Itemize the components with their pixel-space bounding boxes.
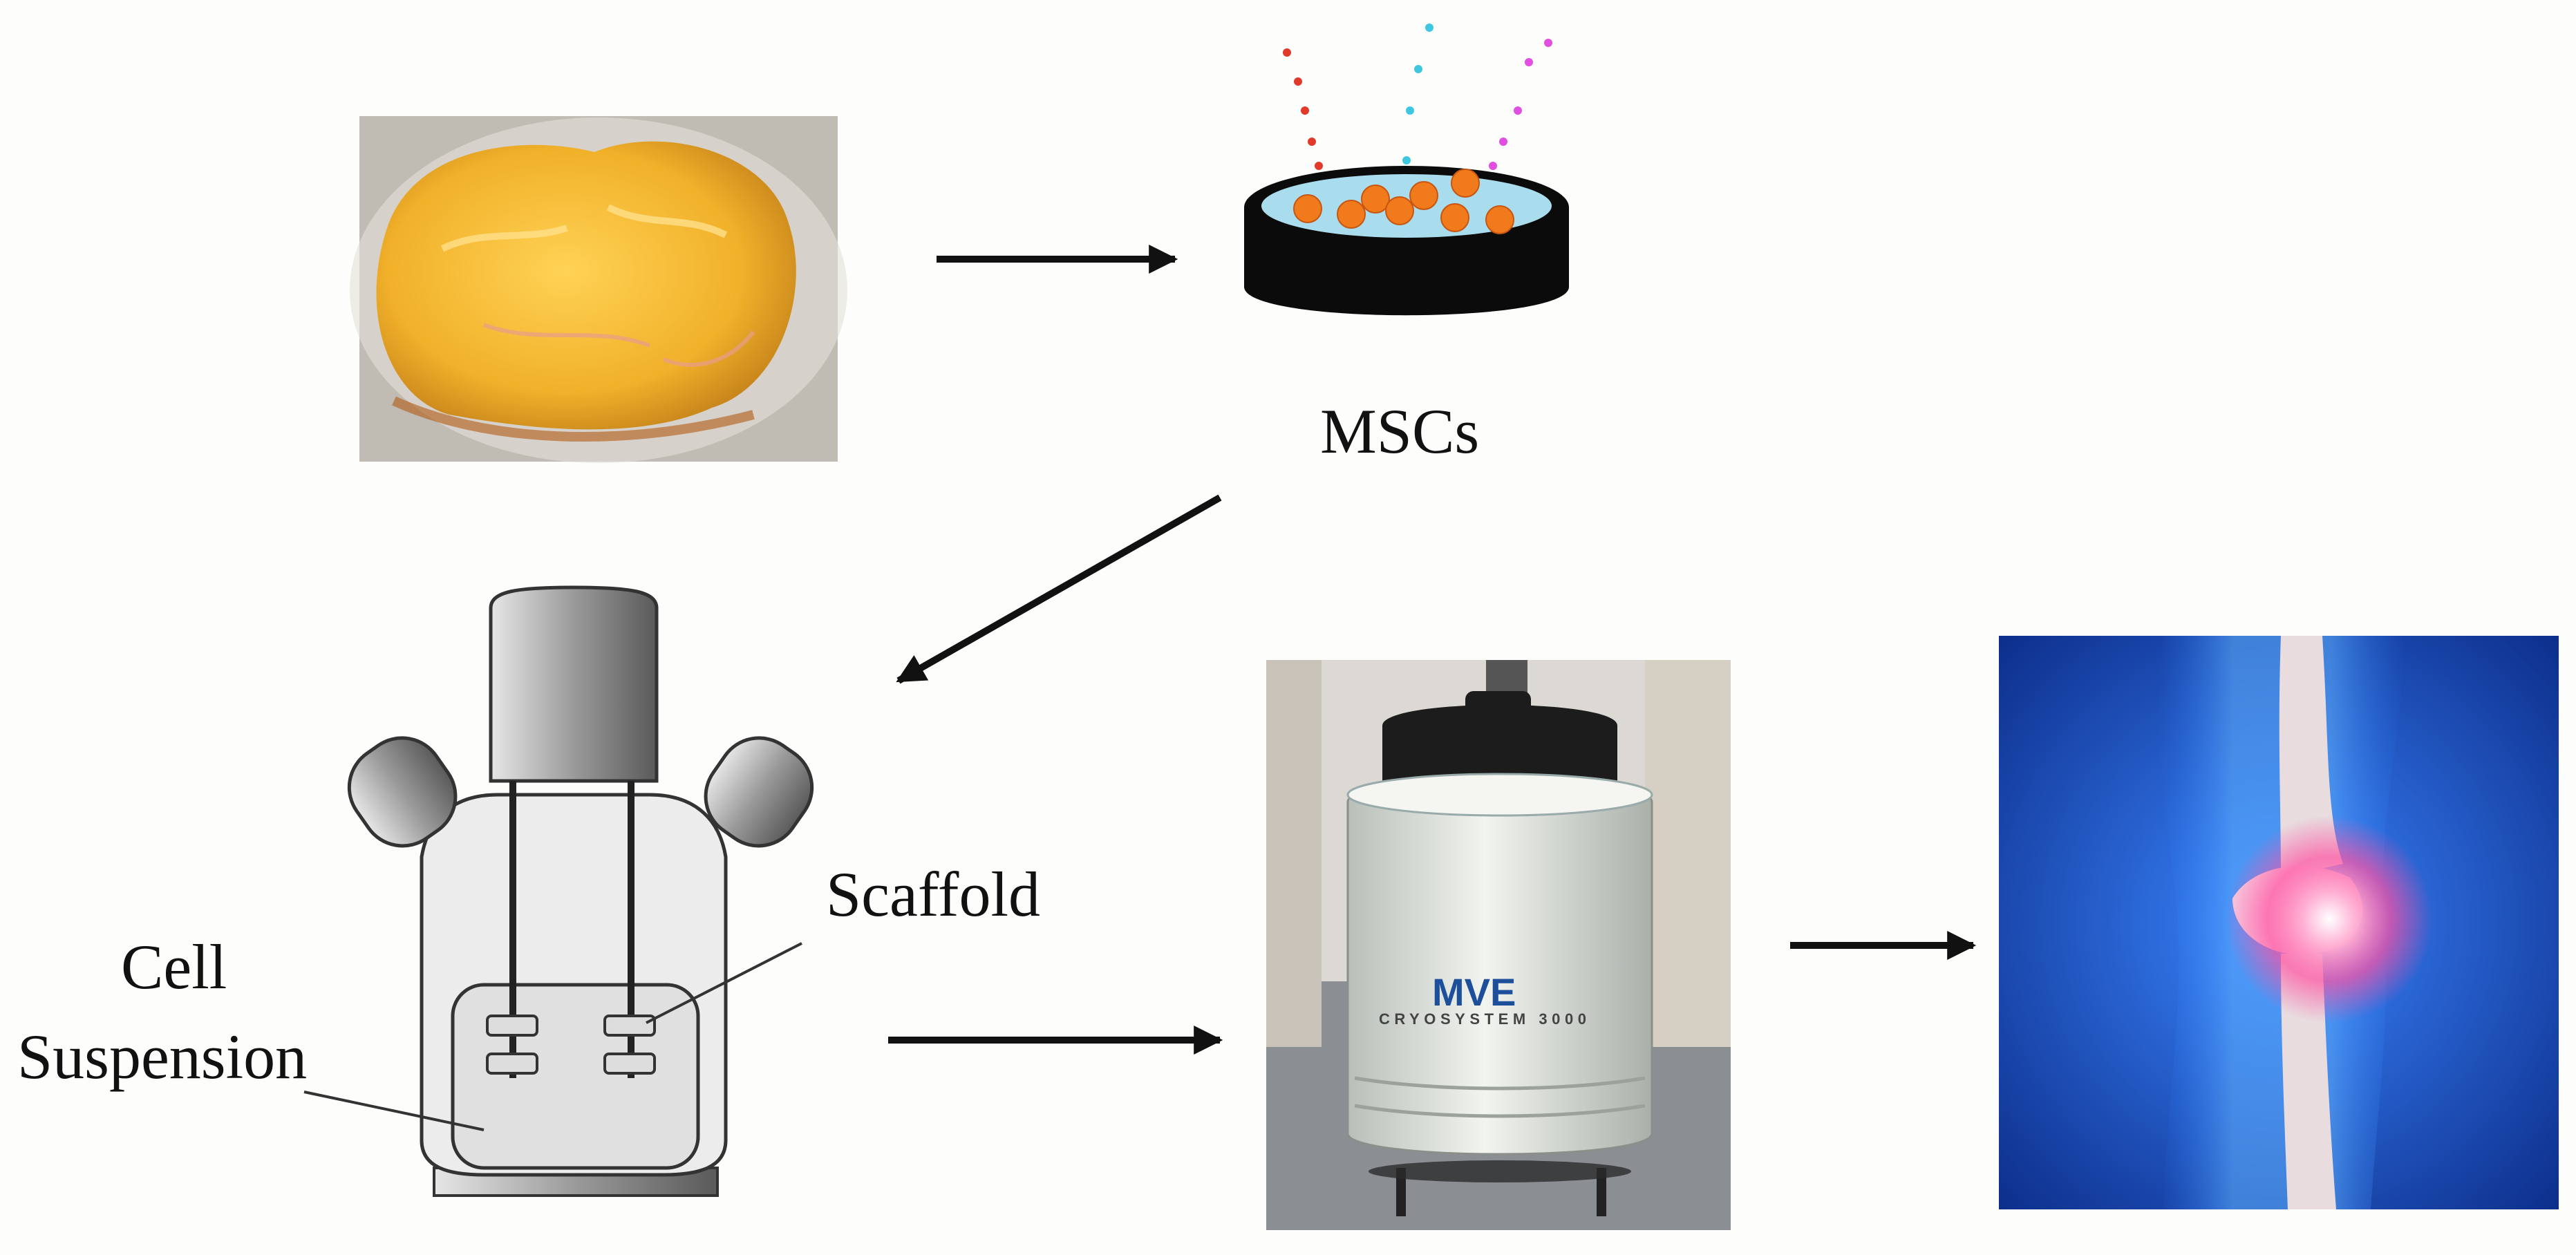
dewar-brand: MVE bbox=[1432, 970, 1516, 1014]
mscs-label: MSCs bbox=[1320, 396, 1479, 466]
bioreactor-icon bbox=[303, 585, 814, 1197]
scaffold-label: Scaffold bbox=[826, 859, 1040, 930]
cryogenic-dewar-photo bbox=[1266, 660, 1731, 1230]
culture-dish-icon bbox=[1244, 23, 1569, 316]
arrow-dish-to-bioreactor bbox=[896, 494, 1222, 684]
adipose-tissue-photo bbox=[350, 116, 847, 463]
knee-joint-image bbox=[1999, 636, 2559, 1209]
cell-suspension-label-line2: Suspension bbox=[17, 1021, 307, 1092]
cell-suspension-label-line1: Cell bbox=[121, 932, 227, 1002]
